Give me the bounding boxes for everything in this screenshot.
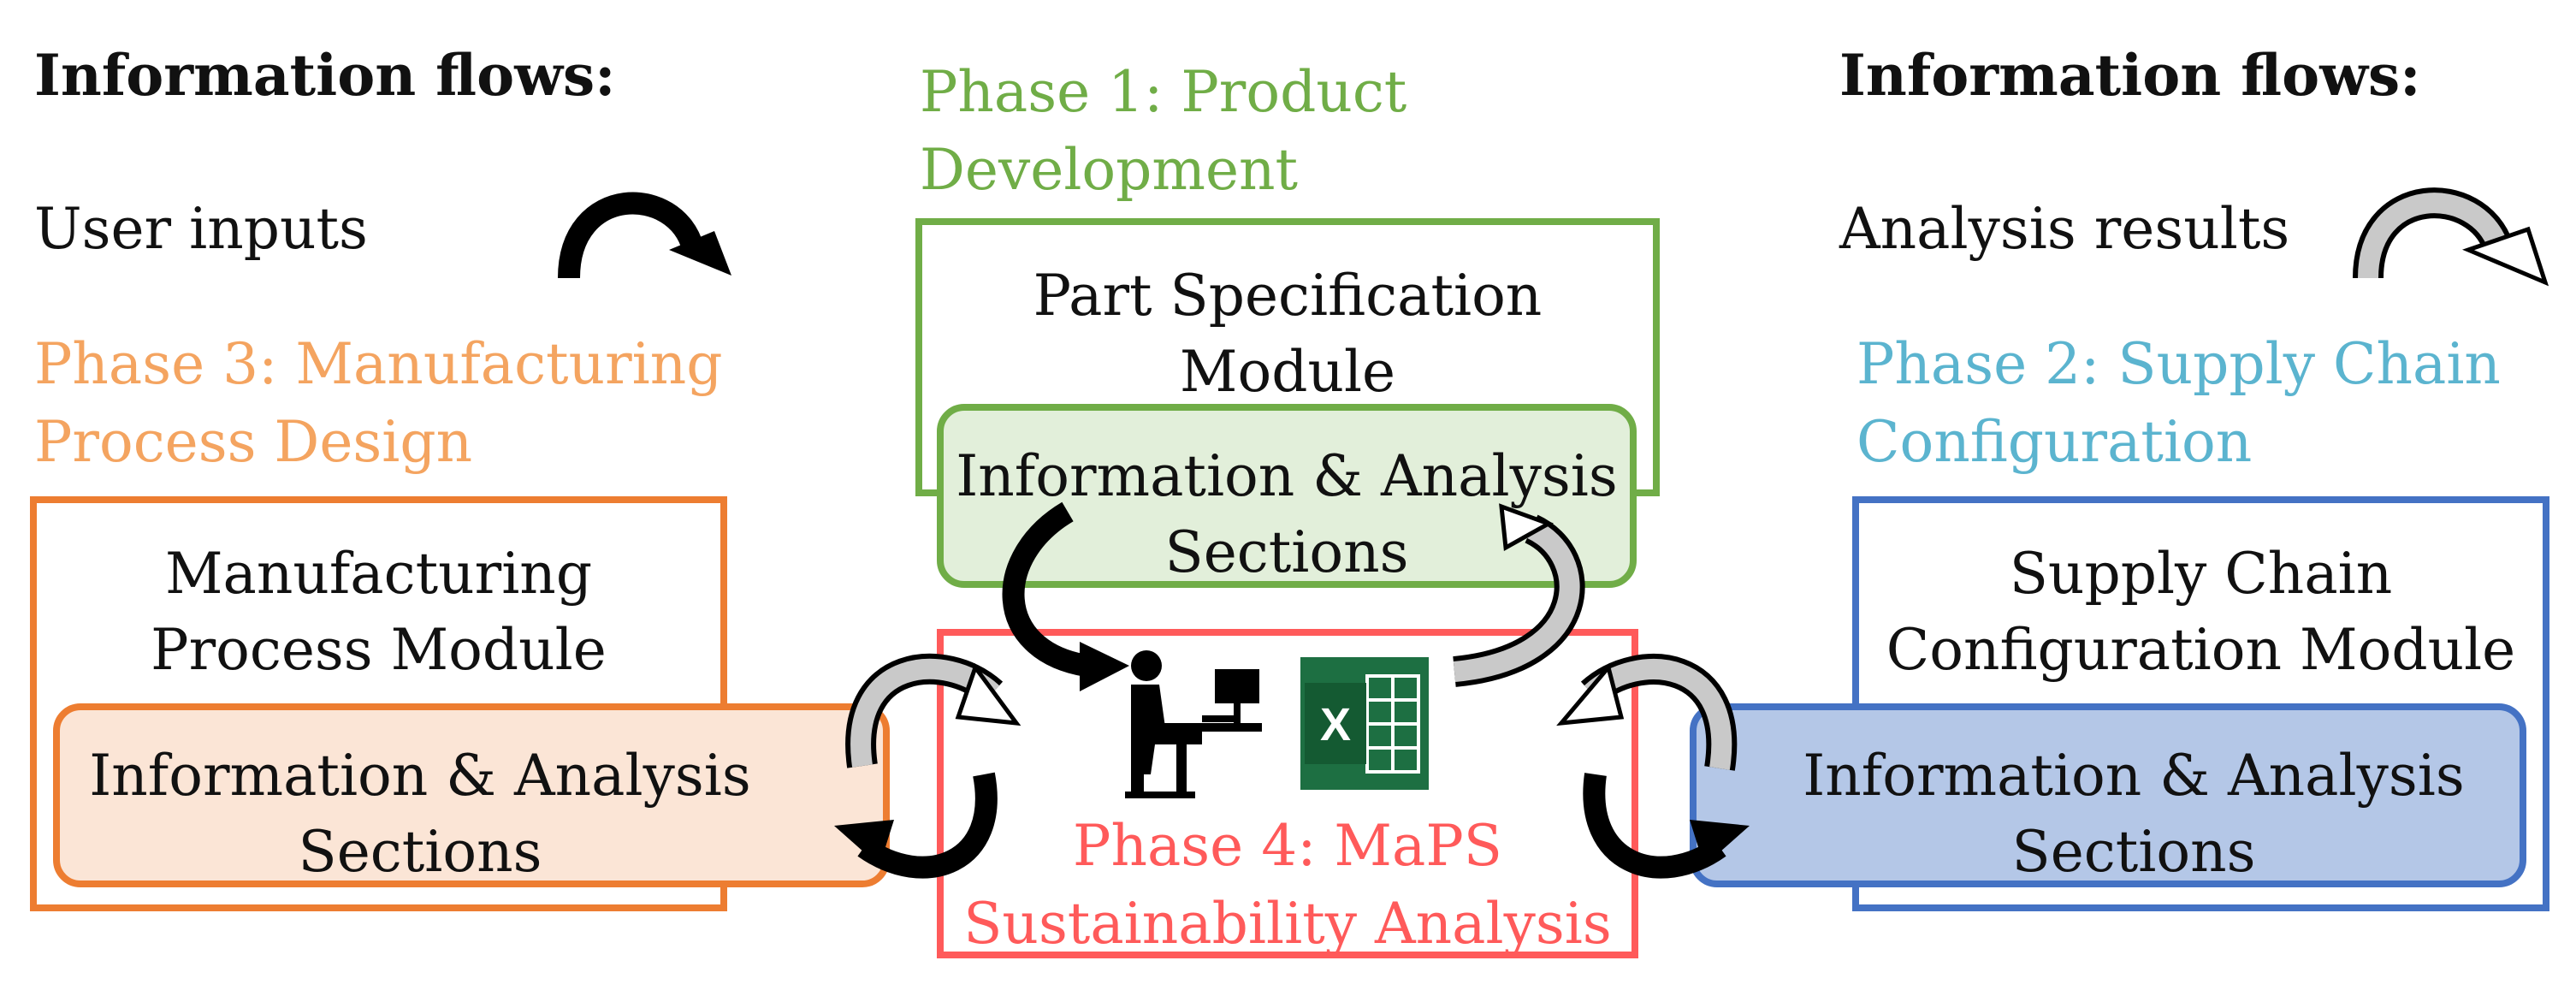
- phase1-analysis-result-arrow-icon: [1453, 503, 1585, 687]
- excel-icon: X: [1300, 657, 1429, 790]
- analysis-result-legend-arrow-icon: [2353, 187, 2549, 287]
- legend-right-analysis-results: Analysis results: [1839, 196, 2290, 262]
- legend-right-title: Information flows:: [1839, 42, 2421, 109]
- phase2-user-input-arrow-icon: [1583, 773, 1750, 879]
- user-input-legend-arrow-icon: [558, 192, 731, 279]
- legend-left-user-inputs: User inputs: [34, 196, 368, 262]
- user-at-computer-icon: [1125, 650, 1262, 798]
- phase2-analysis-result-arrow-icon: [1556, 654, 1738, 771]
- legend-left-title: Information flows:: [34, 42, 616, 109]
- svg-text:X: X: [1320, 699, 1351, 750]
- phase3-analysis-result-arrow-icon: [845, 654, 1022, 768]
- phase3-user-input-arrow-icon: [834, 772, 998, 879]
- phase1-user-input-arrow-icon: [1002, 501, 1129, 691]
